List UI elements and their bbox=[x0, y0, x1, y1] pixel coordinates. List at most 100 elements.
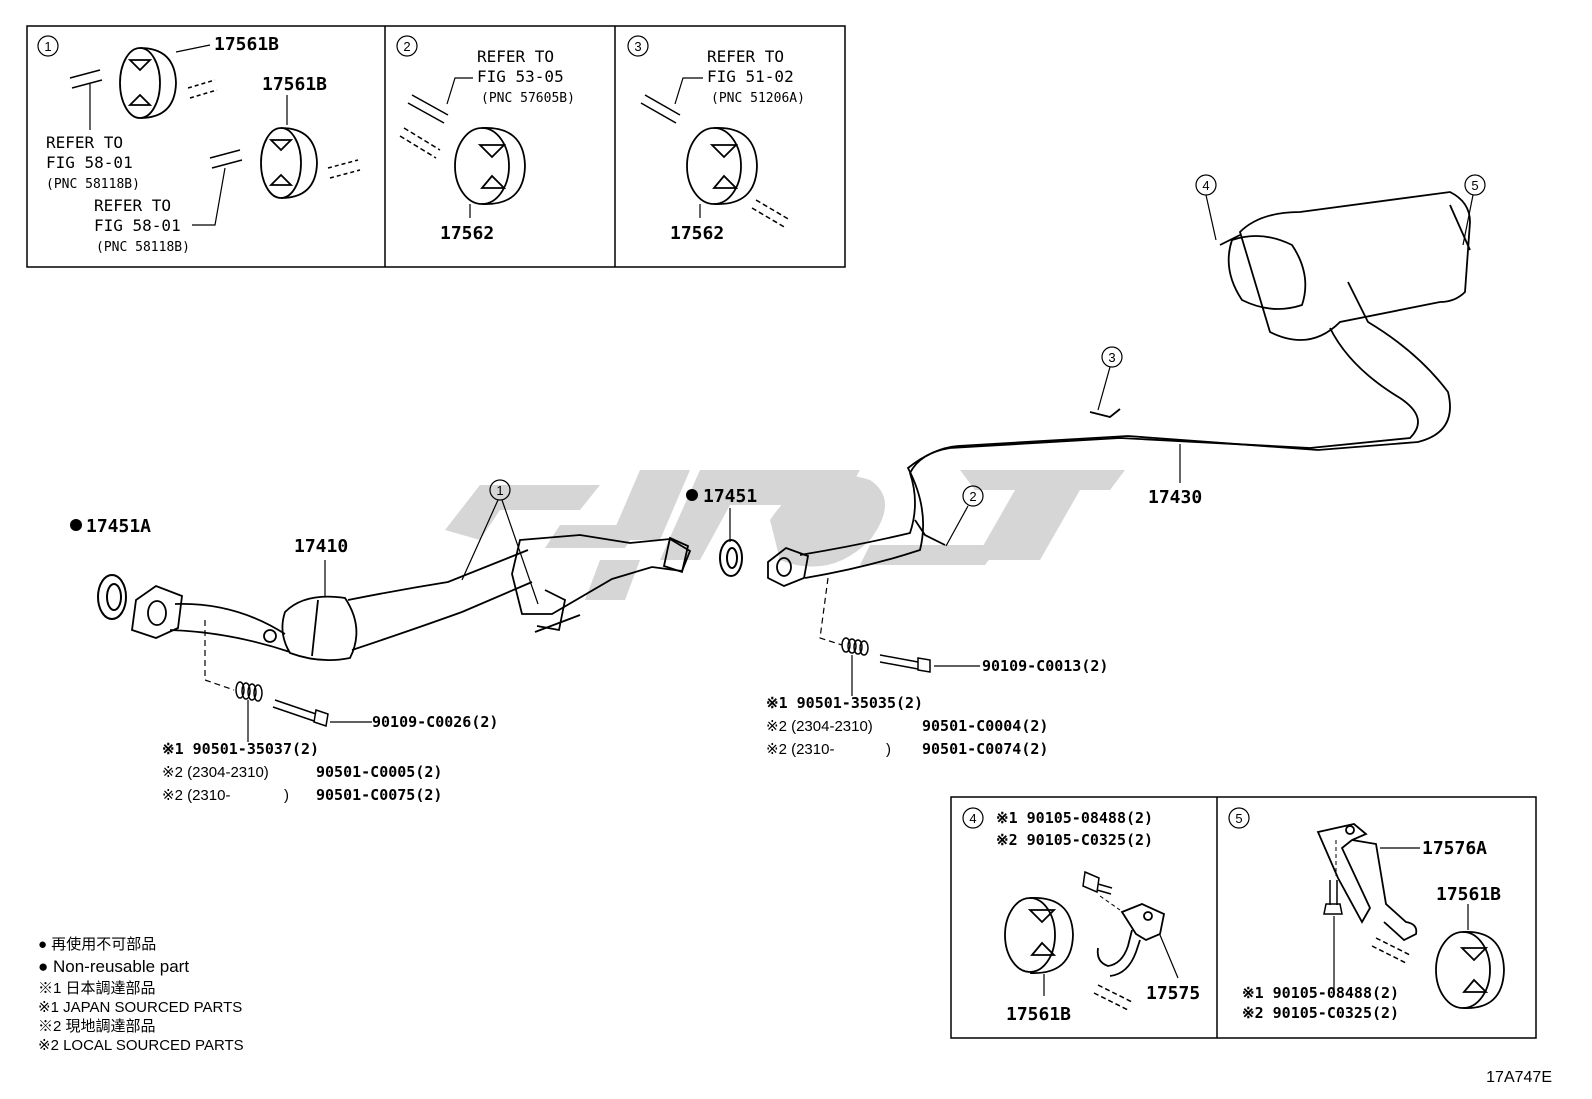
legend-line-1: ● 再使用不可部品 bbox=[38, 936, 156, 953]
callout-4: 4 bbox=[1202, 178, 1209, 193]
bracket-icon bbox=[1316, 823, 1418, 942]
inset-2: 2 REFER TO FIG 53-05 (PNC 57605B) 17562 bbox=[396, 35, 575, 244]
rubber-hanger-icon bbox=[686, 127, 758, 205]
legend-line-3: ※1 日本調達部品 bbox=[38, 980, 156, 997]
inset-1-refer-a-line3: (PNC 58118B) bbox=[46, 177, 140, 192]
inset-4-badge bbox=[962, 807, 984, 829]
spring-b-line2-part: 90501-C0004(2) bbox=[922, 717, 1048, 735]
inset-1: 1 17561B bbox=[37, 34, 361, 255]
inset-2-refer-line2: FIG 53-05 bbox=[477, 67, 564, 86]
inset-3-badge bbox=[627, 35, 649, 57]
gasket-b-icon bbox=[719, 539, 743, 577]
inset-1-refer-b-line3: (PNC 58118B) bbox=[96, 240, 190, 255]
spring-b-line2-date: ※2 (2304-2310) bbox=[766, 718, 873, 735]
rubber-hanger-icon bbox=[119, 47, 177, 119]
inset-4-fastener-1: ※1 90105-08488(2) bbox=[996, 809, 1153, 827]
inset-1-refer-a-line2: FIG 58-01 bbox=[46, 153, 133, 172]
rubber-hanger-icon bbox=[1435, 931, 1505, 1009]
legend-line-6: ※2 LOCAL SOURCED PARTS bbox=[38, 1037, 244, 1054]
spring-a-line3-date: ※2 (2310- bbox=[162, 787, 230, 804]
callout-3: 3 bbox=[1108, 350, 1115, 365]
rubber-hanger-icon bbox=[454, 127, 526, 205]
inset-5-fastener-1: ※1 90105-08488(2) bbox=[1242, 984, 1399, 1002]
watermark-logo bbox=[445, 470, 1125, 600]
inset-1-number: 1 bbox=[44, 39, 51, 54]
spring-b-line1: ※1 90501-35035(2) bbox=[766, 694, 923, 712]
inset-3-number: 3 bbox=[634, 39, 641, 54]
inset-2-badge bbox=[396, 35, 418, 57]
spring-b-line3-close: ) bbox=[886, 741, 891, 758]
legend-line-5: ※2 現地調達部品 bbox=[38, 1018, 156, 1035]
hanger-bracket-icon bbox=[1096, 903, 1166, 977]
inset-3-refer-line3: (PNC 51206A) bbox=[711, 91, 805, 106]
tail-pipe-17430 bbox=[767, 191, 1471, 587]
rubber-hanger-icon bbox=[1004, 897, 1074, 974]
label-bolt-a: 90109-C0026(2) bbox=[372, 713, 498, 731]
inset-1-badge bbox=[37, 35, 59, 57]
inset-1-refer-b-line2: FIG 58-01 bbox=[94, 216, 181, 235]
inset-1-part-a: 17561B bbox=[214, 34, 279, 55]
inset-3-refer-line2: FIG 51-02 bbox=[707, 67, 794, 86]
pipe-stub-icon bbox=[1093, 984, 1133, 1011]
callout-1: 1 bbox=[496, 483, 503, 498]
non-reusable-dot-icon bbox=[70, 519, 82, 531]
label-17410: 17410 bbox=[294, 536, 348, 557]
spring-b-icon bbox=[841, 637, 869, 656]
front-pipe-17410 bbox=[131, 534, 692, 662]
spring-a-line2-part: 90501-C0005(2) bbox=[316, 763, 442, 781]
spring-a-icon bbox=[235, 681, 263, 702]
non-reusable-dot-icon bbox=[686, 489, 698, 501]
spring-a-line3-part: 90501-C0075(2) bbox=[316, 786, 442, 804]
inset-3: 3 REFER TO FIG 51-02 (PNC 51206A) 17562 bbox=[627, 35, 805, 244]
inset-4-number: 4 bbox=[969, 811, 976, 826]
inset-5: 5 17576A 17561B ※1 90105-08488(2) ※2 901 bbox=[1228, 807, 1505, 1022]
inset-1-refer-b-line1: REFER TO bbox=[94, 196, 171, 215]
inset-2-number: 2 bbox=[403, 39, 410, 54]
pipe-stub-icon bbox=[69, 69, 218, 99]
bolt-icon bbox=[1323, 880, 1343, 915]
inset-2-refer-line3: (PNC 57605B) bbox=[481, 91, 575, 106]
spring-a-line1: ※1 90501-35037(2) bbox=[162, 740, 319, 758]
inset-3-refer-line1: REFER TO bbox=[707, 47, 784, 66]
inset-2-refer-line1: REFER TO bbox=[477, 47, 554, 66]
inset-4-part-a: 17561B bbox=[1006, 1004, 1071, 1025]
figure-id: 17A747E bbox=[1486, 1069, 1552, 1086]
spring-b-line3-date: ※2 (2310- bbox=[766, 741, 834, 758]
bolt-b-icon bbox=[879, 654, 931, 673]
callout-1-badge bbox=[489, 479, 511, 501]
inset-5-part-a: 17576A bbox=[1422, 838, 1487, 859]
callout-2-badge bbox=[962, 485, 984, 507]
bolt-a-icon bbox=[272, 699, 329, 727]
label-17451: 17451 bbox=[703, 486, 757, 507]
inset-4-fastener-2: ※2 90105-C0325(2) bbox=[996, 831, 1153, 849]
legend-line-2: ● Non-reusable part bbox=[38, 957, 189, 976]
inset-5-part-b: 17561B bbox=[1436, 884, 1501, 905]
label-17430: 17430 bbox=[1148, 487, 1202, 508]
legend: ● 再使用不可部品 ● Non-reusable part ※1 日本調達部品 … bbox=[38, 936, 244, 1054]
inset-5-number: 5 bbox=[1235, 811, 1242, 826]
rubber-hanger-icon bbox=[260, 127, 318, 199]
spring-b-line3-part: 90501-C0074(2) bbox=[922, 740, 1048, 758]
inset-4: 4 ※1 90105-08488(2) ※2 90105-C0325(2) 17… bbox=[962, 807, 1200, 1025]
label-bolt-b: 90109-C0013(2) bbox=[982, 657, 1108, 675]
spring-a-line3-close: ) bbox=[284, 787, 289, 804]
label-17451a: 17451A bbox=[86, 516, 151, 537]
inset-frame-bottom bbox=[950, 796, 1537, 1039]
inset-4-part-b: 17575 bbox=[1146, 983, 1200, 1004]
inset-5-fastener-2: ※2 90105-C0325(2) bbox=[1242, 1004, 1399, 1022]
pipe-stub-icon bbox=[209, 149, 361, 179]
pipe-stub-icon bbox=[1371, 937, 1411, 964]
inset-2-part: 17562 bbox=[440, 223, 494, 244]
inset-3-part: 17562 bbox=[670, 223, 724, 244]
inset-frame-top bbox=[26, 25, 846, 268]
inset-1-refer-a-line1: REFER TO bbox=[46, 133, 123, 152]
bolt-icon bbox=[1082, 870, 1113, 895]
callout-5: 5 bbox=[1471, 178, 1478, 193]
callout-5-badge bbox=[1464, 174, 1486, 196]
pipe-stub-icon bbox=[640, 94, 791, 229]
callout-3-badge bbox=[1101, 346, 1123, 368]
spring-a-line2-date: ※2 (2304-2310) bbox=[162, 764, 269, 781]
pipe-stub-icon bbox=[399, 94, 449, 159]
legend-line-4: ※1 JAPAN SOURCED PARTS bbox=[38, 999, 242, 1016]
